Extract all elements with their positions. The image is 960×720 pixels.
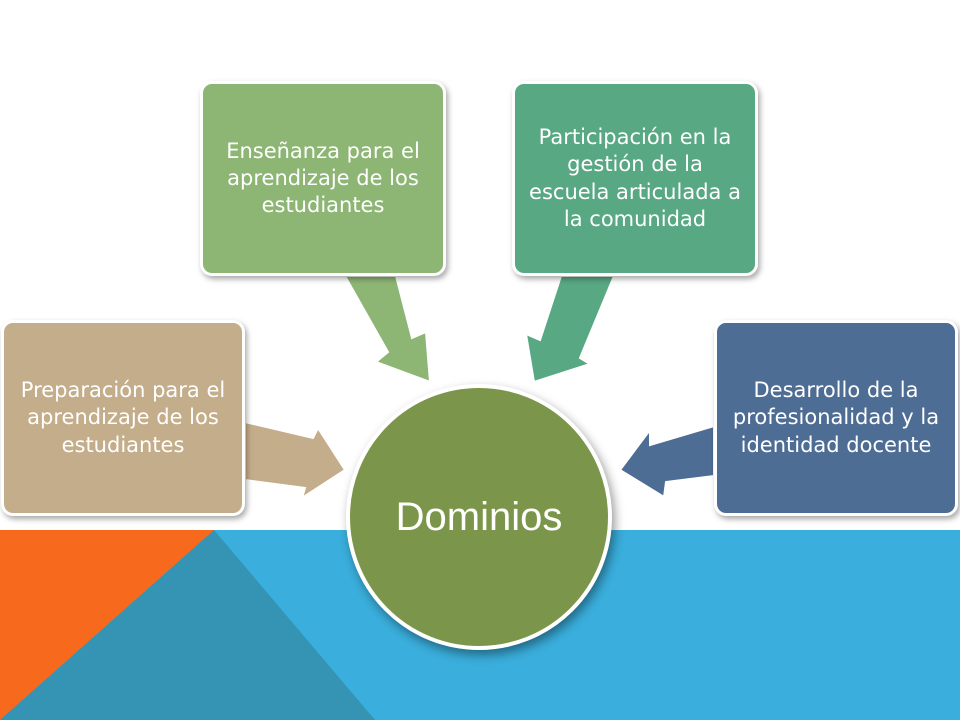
node-desarrollo-label: Desarrollo de la profesionalidad y la id… (732, 378, 940, 457)
dark-blue-shape (0, 530, 375, 720)
node-ensenanza-label: Enseñanza para el aprendizaje de los est… (226, 138, 420, 218)
center-label: Dominios (395, 494, 563, 539)
node-participacion-label: Participación en la gestión de la escuel… (529, 124, 741, 231)
arrow-from-ensenanza (343, 275, 432, 384)
node-ensenanza: Enseñanza para el aprendizaje de los est… (200, 81, 446, 276)
node-desarrollo: Desarrollo de la profesionalidad y la id… (714, 320, 958, 516)
center-circle-dominios: Dominios (346, 384, 612, 650)
node-participacion: Participación en la gestión de la escuel… (512, 81, 758, 276)
arrow-from-desarrollo (618, 424, 715, 499)
arrow-from-preparacion (244, 420, 347, 501)
node-preparacion-label: Preparación para el aprendizaje de los e… (20, 378, 226, 457)
arrow-from-participacion (524, 275, 616, 384)
node-preparacion: Preparación para el aprendizaje de los e… (1, 320, 245, 516)
